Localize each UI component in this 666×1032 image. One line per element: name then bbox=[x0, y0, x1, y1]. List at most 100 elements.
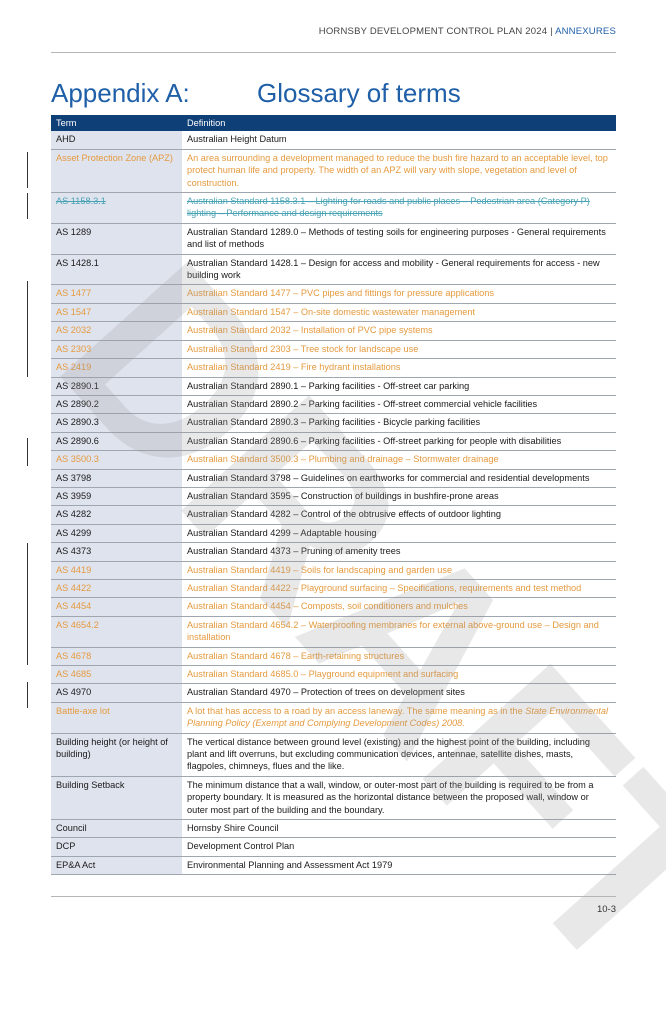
page-number: 10-3 bbox=[596, 904, 616, 915]
glossary-term: AS 2890.6 bbox=[51, 432, 182, 452]
column-header-definition: Definition bbox=[182, 115, 616, 132]
glossary-definition: The minimum distance that a wall, window… bbox=[182, 776, 616, 821]
change-bar bbox=[27, 682, 28, 708]
change-bar bbox=[27, 193, 28, 219]
column-header-term: Term bbox=[51, 115, 182, 132]
glossary-definition: Australian Standard 2303 – Tree stock fo… bbox=[182, 340, 616, 360]
definition-text: A lot that has access to a road by an ac… bbox=[187, 705, 526, 716]
glossary-definition: Australian Standard 4419 – Soils for lan… bbox=[182, 561, 616, 580]
table-row: Building height (or height of building)T… bbox=[51, 733, 616, 777]
glossary-definition: Australian Standard 2890.1 – Parking fac… bbox=[182, 377, 616, 396]
glossary-definition: Australian Standard 2032 – Installation … bbox=[182, 321, 616, 341]
glossary-term: Asset Protection Zone (APZ) bbox=[51, 149, 182, 194]
glossary-term: AS 1428.1 bbox=[51, 254, 182, 286]
glossary-term: AS 1477 bbox=[51, 284, 182, 304]
glossary-definition: A lot that has access to a road by an ac… bbox=[182, 702, 616, 734]
definition-citation: State Environmental Planning Policy (Exe… bbox=[187, 705, 608, 729]
glossary-term: AS 1289 bbox=[51, 223, 182, 255]
glossary-term: EP&A Act bbox=[51, 856, 182, 876]
glossary-term: AS 4419 bbox=[51, 561, 182, 580]
glossary-term: Council bbox=[51, 819, 182, 839]
glossary-term: AS 2303 bbox=[51, 340, 182, 360]
glossary-term: AS 2419 bbox=[51, 358, 182, 378]
glossary-definition: Australian Standard 4685.0 – Playground … bbox=[182, 665, 616, 685]
glossary-definition: Australian Standard 3595 – Construction … bbox=[182, 487, 616, 507]
glossary-definition: Australian Standard 4970 – Protection of… bbox=[182, 683, 616, 703]
glossary-term: AS 4454 bbox=[51, 597, 182, 617]
glossary-definition: Australian Standard 4373 – Pruning of am… bbox=[182, 542, 616, 562]
glossary-term: AS 3959 bbox=[51, 487, 182, 507]
glossary-definition: Australian Height Datum bbox=[182, 131, 616, 150]
glossary-definition: Australian Standard 3798 – Guidelines on… bbox=[182, 469, 616, 488]
glossary-term: AS 1547 bbox=[51, 303, 182, 323]
glossary-definition: The vertical distance between ground lev… bbox=[182, 733, 616, 777]
glossary-definition: Australian Standard 4422 – Playground su… bbox=[182, 579, 616, 599]
glossary-definition: Australian Standard 4654.2 – Waterproofi… bbox=[182, 616, 616, 648]
glossary-definition: Australian Standard 2419 – Fire hydrant … bbox=[182, 358, 616, 378]
glossary-term: AS 2890.1 bbox=[51, 377, 182, 396]
glossary-term: AS 4970 bbox=[51, 683, 182, 703]
page-title: Appendix A: Glossary of terms bbox=[51, 78, 461, 109]
glossary-term: Battle-axe lot bbox=[51, 702, 182, 734]
glossary-definition: Environmental Planning and Assessment Ac… bbox=[182, 856, 616, 876]
footer-divider bbox=[51, 896, 616, 897]
glossary-definition: Hornsby Shire Council bbox=[182, 819, 616, 839]
header-section: ANNEXURES bbox=[555, 26, 616, 37]
glossary-definition: Australian Standard 4282 – Control of th… bbox=[182, 505, 616, 525]
change-bar bbox=[27, 281, 28, 377]
glossary-term: Building Setback bbox=[51, 776, 182, 821]
glossary-term: AS 1158.3.1 bbox=[51, 192, 182, 224]
glossary-definition: Australian Standard 2890.3 – Parking fac… bbox=[182, 413, 616, 433]
glossary-definition: Australian Standard 4454 – Composts, soi… bbox=[182, 597, 616, 617]
glossary-definition: Australian Standard 1477 – PVC pipes and… bbox=[182, 284, 616, 304]
table-row: Battle-axe lot A lot that has access to a… bbox=[51, 702, 616, 734]
running-header: HORNSBY DEVELOPMENT CONTROL PLAN 2024 | … bbox=[319, 26, 616, 37]
glossary-term: AS 4282 bbox=[51, 505, 182, 525]
glossary-term: DCP bbox=[51, 837, 182, 857]
glossary-definition: Australian Standard 4299 – Adaptable hou… bbox=[182, 524, 616, 544]
glossary-definition: Australian Standard 1428.1 – Design for … bbox=[182, 254, 616, 286]
change-bar bbox=[27, 152, 28, 188]
header-doc-title: HORNSBY DEVELOPMENT CONTROL PLAN 2024 bbox=[318, 26, 548, 37]
glossary-definition: Australian Standard 1158.3.1 – Lighting … bbox=[182, 192, 616, 224]
glossary-definition: Australian Standard 4678 – Earth-retaini… bbox=[182, 647, 616, 667]
header-separator: | bbox=[550, 26, 553, 37]
table-header-row: Term Definition bbox=[51, 115, 616, 132]
glossary-term: AS 4678 bbox=[51, 647, 182, 667]
glossary-term: AS 3798 bbox=[51, 469, 182, 488]
glossary-definition: Development Control Plan bbox=[182, 837, 616, 857]
glossary-term: AS 4654.2 bbox=[51, 616, 182, 648]
glossary-definition: Australian Standard 1547 – On-site domes… bbox=[182, 303, 616, 323]
change-bar bbox=[27, 438, 28, 466]
glossary-definition: Australian Standard 3500.3 – Plumbing an… bbox=[182, 450, 616, 470]
glossary-definition: Australian Standard 1289.0 – Methods of … bbox=[182, 223, 616, 255]
table-row: Asset Protection Zone (APZ)An area surro… bbox=[51, 149, 616, 194]
